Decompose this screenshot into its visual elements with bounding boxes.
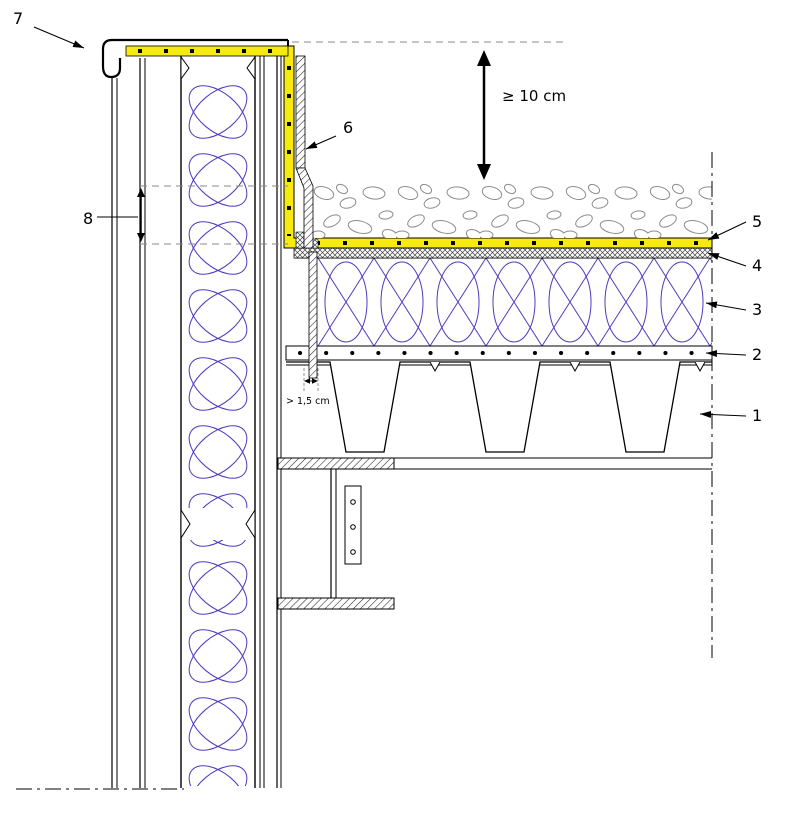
coping-membrane — [125, 45, 289, 57]
wall-assembly — [111, 55, 282, 788]
callout-7: 7 — [13, 9, 85, 49]
dimension-callout-8: 8 — [83, 188, 145, 242]
deck-seam-notches — [429, 361, 706, 373]
vapour-barrier-layer — [285, 345, 713, 361]
callout-4: 4 — [707, 252, 762, 275]
callout-2: 2 — [705, 345, 762, 364]
beam-connection-plate — [344, 485, 362, 565]
panel-joint-marks — [180, 55, 256, 540]
parapet-assembly — [101, 38, 314, 249]
callout-3-label: 3 — [752, 300, 762, 319]
parapet-flashing-strip — [295, 55, 314, 249]
separation-layer — [293, 247, 713, 259]
bolt — [350, 549, 356, 555]
callout-5-label: 5 — [752, 212, 762, 231]
beam-bottom-flange — [277, 597, 395, 610]
wall-outer-cladding — [111, 58, 146, 788]
callout-7-label: 7 — [13, 9, 23, 28]
callouts: 7 6 5 4 3 2 1 — [13, 9, 762, 425]
callout-1-label: 1 — [752, 406, 762, 425]
callout-3: 3 — [705, 300, 762, 319]
wall-insulation-core — [180, 55, 256, 788]
roof-insulation-layer — [294, 257, 712, 347]
dimension-edge-gap: > 1,5 cm — [286, 378, 330, 407]
wall-inner-liner — [259, 56, 282, 788]
bolt — [350, 499, 356, 505]
gravel-ballast-layer — [312, 183, 712, 238]
callout-1: 1 — [699, 406, 762, 425]
callout-4-label: 4 — [752, 256, 762, 275]
callout-6: 6 — [305, 118, 353, 150]
callout-2-label: 2 — [752, 345, 762, 364]
coping-cap — [101, 38, 289, 79]
roof-assembly — [283, 45, 713, 453]
dimension-gravel-upstand: ≥ 10 cm — [477, 50, 566, 180]
bolt — [350, 524, 356, 530]
edge-gap-dimension-label: > 1,5 cm — [286, 396, 330, 407]
steel-deck — [286, 361, 712, 453]
edge-angle-profile — [303, 251, 319, 392]
beam-top-flange — [277, 457, 395, 470]
beam-web — [330, 469, 337, 598]
callout-5: 5 — [707, 212, 762, 241]
callout-6-label: 6 — [343, 118, 353, 137]
gravel-upstand-dimension-label: ≥ 10 cm — [502, 87, 566, 105]
callout-8-label: 8 — [83, 209, 93, 228]
steel-beam — [277, 457, 712, 610]
reference-lines — [16, 41, 713, 790]
